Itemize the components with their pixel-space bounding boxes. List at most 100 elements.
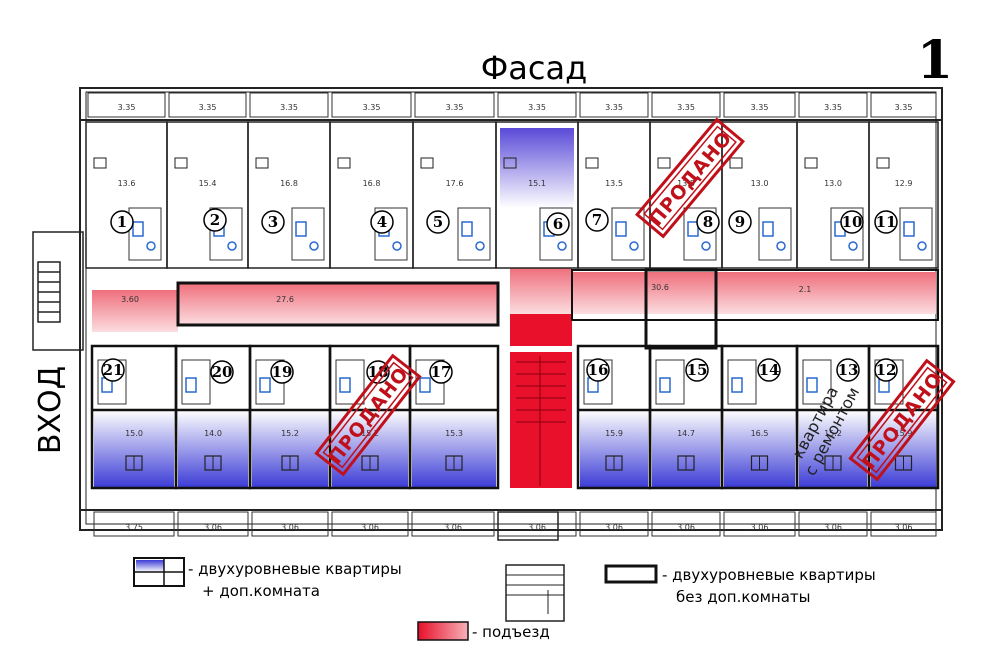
unit-area: 15.4: [199, 179, 217, 188]
unit-number: 20: [212, 363, 233, 381]
dim-top: 3.35: [895, 103, 913, 112]
unit-number-badge: [110, 210, 134, 234]
unit-number: 11: [876, 213, 897, 231]
corridor-left: [92, 290, 178, 332]
legend-duplex-no-room-line2: без доп.комнаты: [676, 588, 810, 606]
unit-area: 13.0: [824, 179, 842, 188]
unit-number: 6: [553, 215, 563, 233]
legend-duplex-plus-room-line2: + доп.комната: [202, 582, 320, 600]
legend-swatch-duplex-no-room: [604, 564, 658, 584]
unit-number: 17: [431, 363, 452, 381]
unit-number-badge: [101, 358, 125, 382]
dim-bottom: 3.06: [895, 523, 913, 532]
stairwell: [497, 268, 572, 622]
unit-19[interactable]: 15.2 19: [248, 344, 332, 490]
balcony-top: [414, 92, 495, 118]
dim-top: 3.35: [605, 103, 623, 112]
unit-number: 1: [117, 213, 127, 231]
unit-area: 15.2: [281, 429, 299, 438]
unit-number: 8: [703, 213, 713, 231]
unit-area: 15.0: [125, 429, 143, 438]
unit-number: 2: [210, 211, 220, 229]
unit-number-badge: [429, 360, 453, 384]
unit-number: 7: [592, 211, 602, 229]
unit-number: 16: [588, 361, 609, 379]
balcony-top: [87, 92, 166, 118]
unit-9[interactable]: 13.09: [721, 121, 798, 269]
dim-bottom: 3.06: [204, 523, 222, 532]
unit-10[interactable]: 13.010: [796, 121, 870, 269]
unit-area: 14.0: [204, 429, 222, 438]
balcony-bottom: [870, 511, 937, 537]
unit-6[interactable]: 15.16: [495, 121, 579, 269]
unit-number: 12: [876, 361, 897, 379]
unit-area: 13.5: [677, 179, 695, 188]
unit-1[interactable]: 13.61: [85, 121, 168, 269]
balcony-top: [249, 92, 329, 118]
unit-number: 4: [377, 213, 387, 231]
unit-11[interactable]: 12.9 11: [868, 121, 939, 269]
unit-17[interactable]: 15.317: [408, 344, 500, 490]
unit-number: 15: [687, 361, 708, 379]
balcony-bottom: [251, 511, 329, 537]
unit-3[interactable]: 16.83: [247, 121, 331, 269]
unit-area: 15.9: [895, 429, 913, 438]
unit-13[interactable]: 15.2 13: [795, 344, 871, 490]
unit-number-badge: [586, 358, 610, 382]
unit-area: 15.9: [605, 429, 623, 438]
unit-8[interactable]: 13.58: [649, 121, 723, 269]
unit-16[interactable]: 15.9 16: [576, 344, 652, 490]
dim-bottom: 3.06: [751, 523, 769, 532]
unit-number: 9: [735, 213, 745, 231]
dim-bottom: 3.06: [528, 523, 546, 532]
entrance-label: ВХОД: [33, 366, 68, 454]
dim-bottom: 3.06: [605, 523, 623, 532]
page-number: 1: [917, 30, 953, 91]
unit-14[interactable]: 16.514: [720, 344, 799, 490]
unit-number-badge: [261, 210, 285, 234]
unit-21[interactable]: 15.0 21: [90, 344, 178, 490]
unit-7[interactable]: 13.57: [577, 121, 651, 269]
unit-number-badge: [426, 210, 450, 234]
unit-4[interactable]: 16.84: [329, 121, 414, 269]
corridor-area-1: 3.60: [121, 295, 139, 304]
unit-number: 13: [838, 361, 859, 379]
unit-number: 5: [433, 213, 443, 231]
dim-top: 3.35: [446, 103, 464, 112]
unit-number-badge: [757, 358, 781, 382]
dim-top: 3.35: [363, 103, 381, 112]
unit-20[interactable]: 14.0 20: [174, 344, 252, 490]
unit-area: 15.2: [361, 429, 379, 438]
unit-number-badge: [585, 208, 609, 232]
unit-18[interactable]: 15.218: [328, 344, 412, 490]
balcony-bottom: [93, 511, 175, 537]
unit-number-badge: [685, 358, 709, 382]
legend-stairwell: - подъезд: [472, 623, 550, 641]
unit-area: 15.2: [824, 429, 842, 438]
unit-2[interactable]: 15.42: [166, 121, 249, 269]
top-units: 13.6115.4216.8316.8417.6515.1613.5713.58…: [85, 121, 939, 269]
facade-title: Фасад: [481, 49, 587, 87]
unit-number-badge: [728, 210, 752, 234]
dim-bottom: 3.75: [125, 523, 143, 532]
unit-number: 19: [272, 363, 293, 381]
balcony-top: [579, 92, 649, 118]
unit-number-badge: [210, 360, 234, 384]
unit-area: 13.6: [118, 179, 136, 188]
unit-number-badge: [874, 210, 898, 234]
balcony-top: [723, 92, 796, 118]
unit-15[interactable]: 14.7 15: [648, 344, 724, 490]
balcony-bottom: [411, 511, 495, 537]
unit-5[interactable]: 17.65: [412, 121, 497, 269]
building-outline: [79, 87, 943, 531]
balcony-bottom: [579, 511, 649, 537]
unit-number-badge: [696, 210, 720, 234]
unit-number: 21: [103, 361, 124, 379]
dim-top: 3.35: [199, 103, 217, 112]
unit-area: 16.8: [363, 179, 381, 188]
unit-area: 12.9: [895, 179, 913, 188]
legend-duplex-plus-room-line1: - двухуровневые квартиры: [188, 560, 402, 578]
unit-area: 14.7: [677, 429, 695, 438]
